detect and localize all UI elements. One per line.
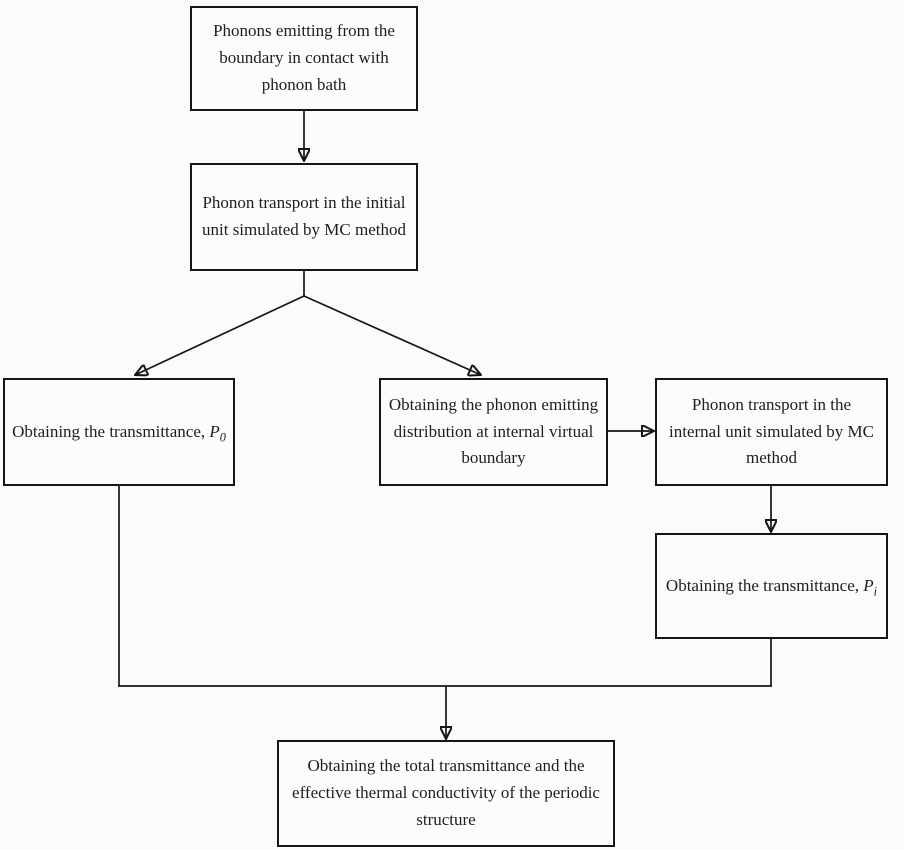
flow-box-label: Obtaining the transmittance, Pi [666, 573, 877, 600]
flow-box-label: Phonon transport in the initial unit sim… [202, 193, 406, 239]
flow-box-label: Obtaining the total transmittance and th… [292, 756, 600, 829]
flow-box-label: Obtaining the phonon emitting distributi… [388, 394, 599, 468]
flow-box-phonon-bath-emission: Phonons emitting from the boundary in co… [190, 6, 418, 111]
symbol-subscript: i [873, 583, 878, 598]
symbol-p: P [863, 575, 874, 595]
flow-box-label: Phonons emitting from the boundary in co… [213, 21, 395, 94]
label-prefix: Obtaining the transmittance, [12, 421, 210, 441]
arrow-initial-to-distribution [303, 295, 481, 375]
flow-box-initial-unit-transport: Phonon transport in the initial unit sim… [190, 163, 418, 271]
flow-box-label: Phonon transport in the internal unit si… [669, 394, 874, 468]
symbol-subscript: 0 [219, 429, 226, 444]
flow-box-total-transmittance-result: Obtaining the total transmittance and th… [277, 740, 615, 847]
flow-box-transmittance-p0: Obtaining the transmittance, P0 [3, 378, 235, 486]
label-prefix: Obtaining the transmittance, [665, 575, 864, 595]
arrow-initial-to-p0 [135, 295, 305, 375]
flow-box-emitting-distribution: Obtaining the phonon emitting distributi… [379, 378, 608, 486]
flow-box-label: Obtaining the transmittance, P0 [12, 419, 226, 446]
flow-box-internal-unit-transport: Phonon transport in the internal unit si… [655, 378, 888, 486]
flow-box-transmittance-pi: Obtaining the transmittance, Pi [655, 533, 888, 639]
symbol-p: P [209, 421, 220, 441]
